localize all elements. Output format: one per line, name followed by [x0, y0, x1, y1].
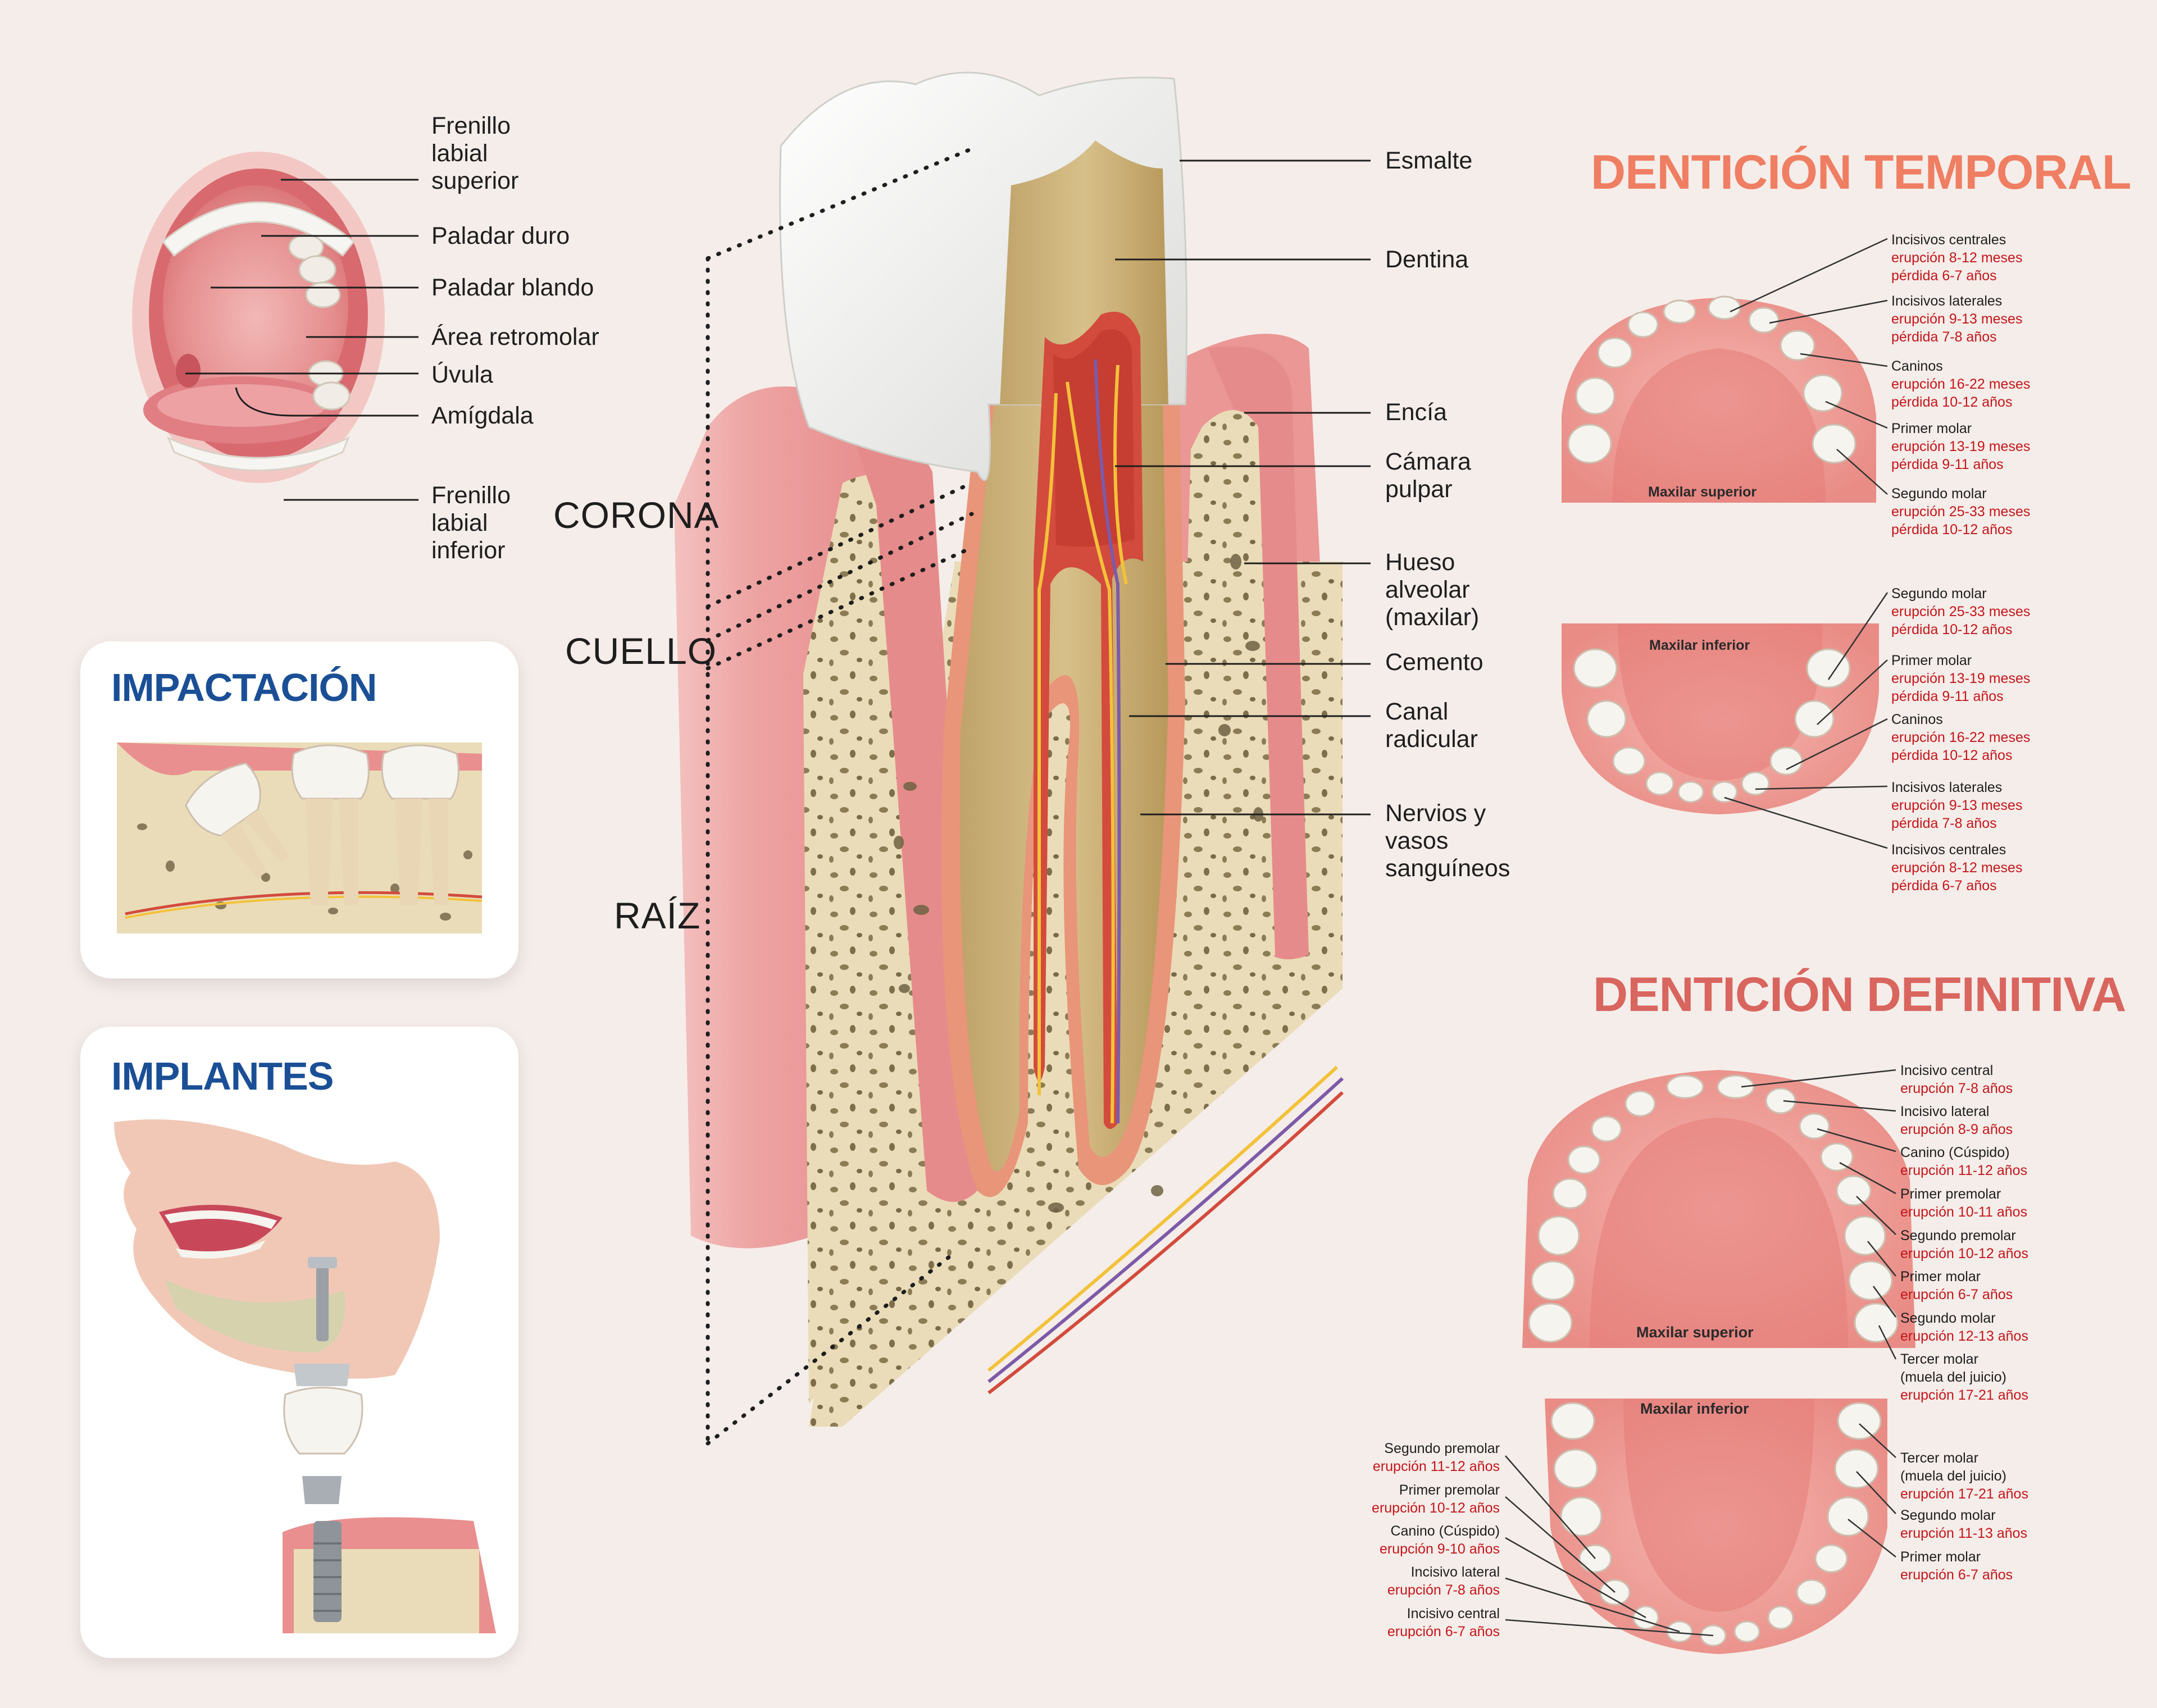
definitiva-lower-arch: [1545, 1399, 1887, 1654]
temporal-lower-arch: [1562, 623, 1879, 814]
label-encia: Encía: [1385, 399, 1447, 426]
implants-illustration: [114, 1119, 496, 1633]
region-brackets: [706, 147, 974, 1446]
definitiva-lower-left-entry: Canino (Cúspido)erupción 9-10 años: [1379, 1523, 1500, 1557]
leader-lines: [185, 160, 1371, 816]
implants-title: IMPLANTES: [111, 1054, 334, 1098]
label-cemento: Cemento: [1385, 649, 1483, 676]
implants-panel: IMPLANTES: [80, 1027, 518, 1658]
tooth-cross-section: [674, 71, 1344, 1427]
definitiva-lower-right-entry: Tercer molar (muela del juicio)erupción …: [1900, 1450, 2028, 1502]
title-denticion-definitiva: DENTICIÓN DEFINITIVA: [1593, 968, 2126, 1022]
label-corona: CORONA: [553, 494, 720, 536]
label-raiz: RAÍZ: [614, 895, 701, 936]
temporal-upper-arch: [1562, 295, 1876, 503]
label-area-retromolar: Área retromolar: [431, 324, 599, 350]
label-hueso-alveolar: Hueso alveolar (maxilar): [1385, 549, 1480, 631]
impaction-panel: IMPACTACIÓN: [80, 641, 518, 978]
open-mouth-illustration: [132, 152, 385, 483]
arch-label-definitiva-lower: Maxilar inferior: [1640, 1400, 1749, 1417]
impaction-title: IMPACTACIÓN: [111, 666, 377, 709]
label-paladar-duro: Paladar duro: [431, 222, 570, 249]
label-camara-pulpar: Cámara pulpar: [1385, 448, 1471, 503]
label-cuello: CUELLO: [565, 630, 717, 672]
definitiva-upper-entry: Tercer molar (muela del juicio)erupción …: [1900, 1351, 2028, 1403]
arch-label-definitiva-upper: Maxilar superior: [1636, 1324, 1754, 1341]
label-canal-radicular: Canal radicular: [1385, 698, 1478, 753]
arch-label-temporal-lower: Maxilar inferior: [1649, 637, 1750, 653]
definitiva-upper-entry: Canino (Cúspido)erupción 11-12 años: [1900, 1145, 2028, 1178]
label-paladar-blando: Paladar blando: [431, 274, 594, 301]
label-amigdala: Amígdala: [431, 402, 534, 429]
label-frenillo-labial-superior: Frenillo labial superior: [431, 112, 519, 194]
label-dentina: Dentina: [1385, 246, 1469, 273]
label-nervios-vasos: Nervios y vasos sanguíneos: [1385, 800, 1510, 882]
label-esmalte: Esmalte: [1385, 147, 1473, 174]
definitiva-upper-arch: [1522, 1070, 1915, 1348]
label-frenillo-labial-inferior: Frenillo labial inferior: [431, 482, 511, 564]
arch-label-temporal-upper: Maxilar superior: [1648, 484, 1757, 500]
dentition-leader-lines: [1505, 238, 1897, 1637]
label-uvula: Úvula: [431, 361, 493, 388]
impaction-illustration: [117, 743, 483, 933]
title-denticion-temporal: DENTICIÓN TEMPORAL: [1591, 145, 2131, 199]
